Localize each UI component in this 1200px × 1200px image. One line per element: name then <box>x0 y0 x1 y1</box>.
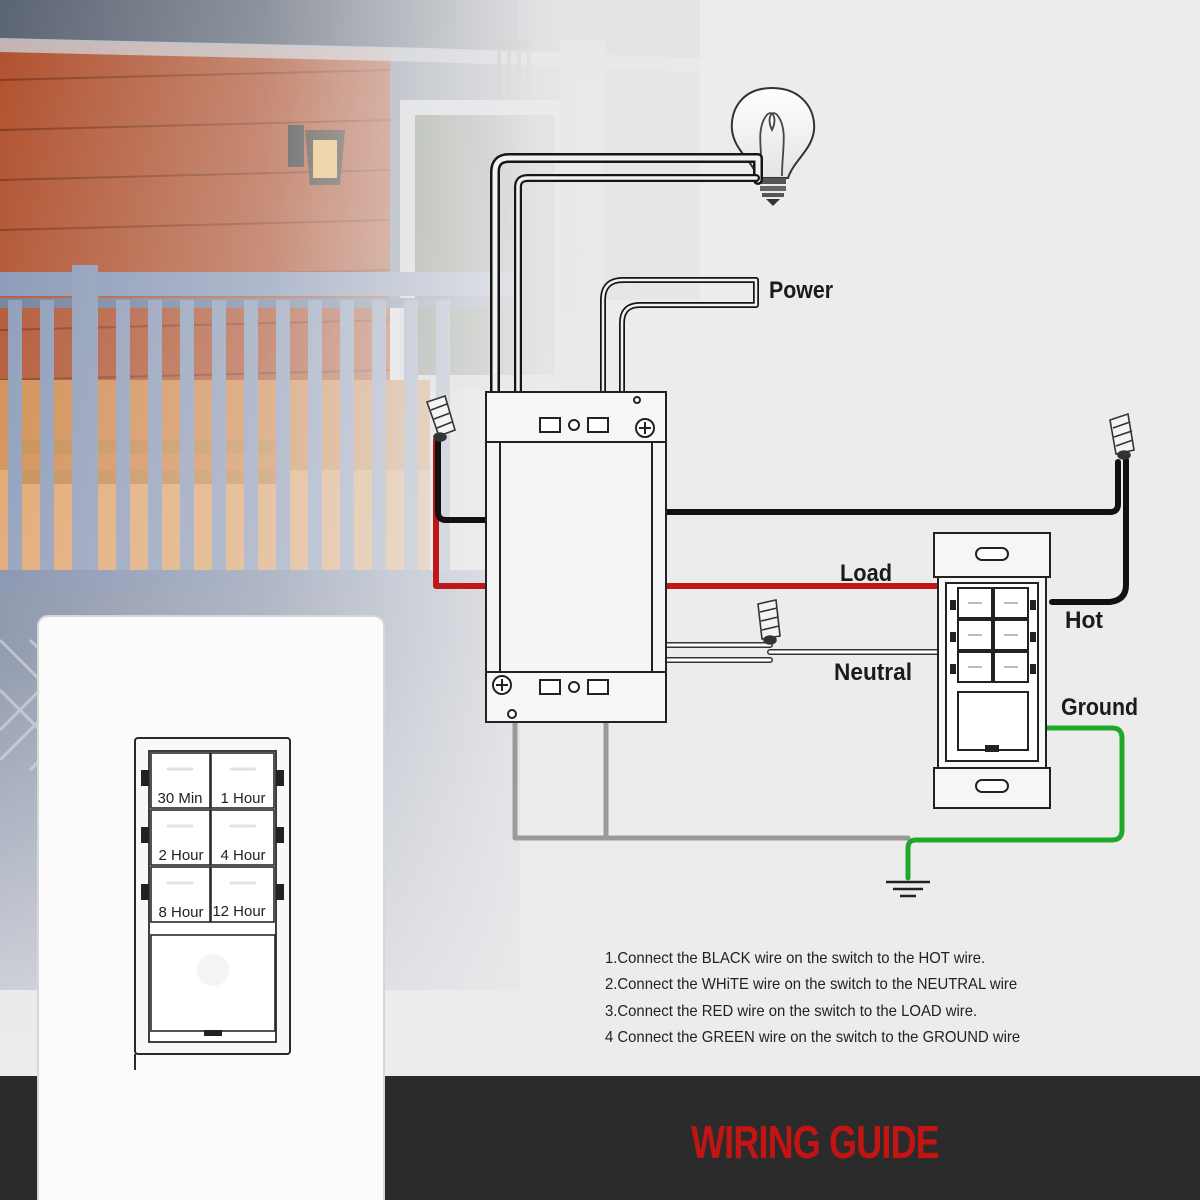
button-label-1-hour: 1 Hour <box>220 790 265 807</box>
footer-bar <box>0 1076 1200 1200</box>
button-label-2-hour: 2 Hour <box>158 847 203 864</box>
button-label-12-hour: 12 Hour <box>212 903 265 920</box>
electrical-box <box>485 391 667 723</box>
wire-nut-icon <box>1109 412 1135 460</box>
instructions-list: 1.Connect the BLACK wire on the switch t… <box>605 946 1165 1051</box>
button-label-30-min: 30 Min <box>157 790 202 807</box>
instruction-step: 2.Connect the WHiTE wire on the switch t… <box>605 976 1018 994</box>
wire-nut-icon <box>425 394 456 442</box>
ground-label: Ground <box>1061 694 1138 721</box>
instruction-step: 1.Connect the BLACK wire on the switch t… <box>605 950 986 967</box>
ground-symbol-icon <box>886 880 930 898</box>
load-label: Load <box>840 560 892 587</box>
switch-diagram <box>933 532 1051 809</box>
instruction-step: 4 Connect the GREEN wire on the switch t… <box>605 1028 1021 1046</box>
power-label: Power <box>769 277 833 304</box>
wall-plate <box>37 615 385 1200</box>
ground-wire <box>905 725 1125 881</box>
neutral-label: Neutral <box>834 659 912 686</box>
wiring-guide-title: WIRING GUIDE <box>691 1116 940 1168</box>
instruction-step: 3.Connect the RED wire on the switch to … <box>605 1002 978 1020</box>
hot-label: Hot <box>1065 607 1103 634</box>
button-label-8-hour: 8 Hour <box>158 904 203 921</box>
wire-nut-icon <box>757 599 781 645</box>
button-label-4-hour: 4 Hour <box>220 847 265 864</box>
